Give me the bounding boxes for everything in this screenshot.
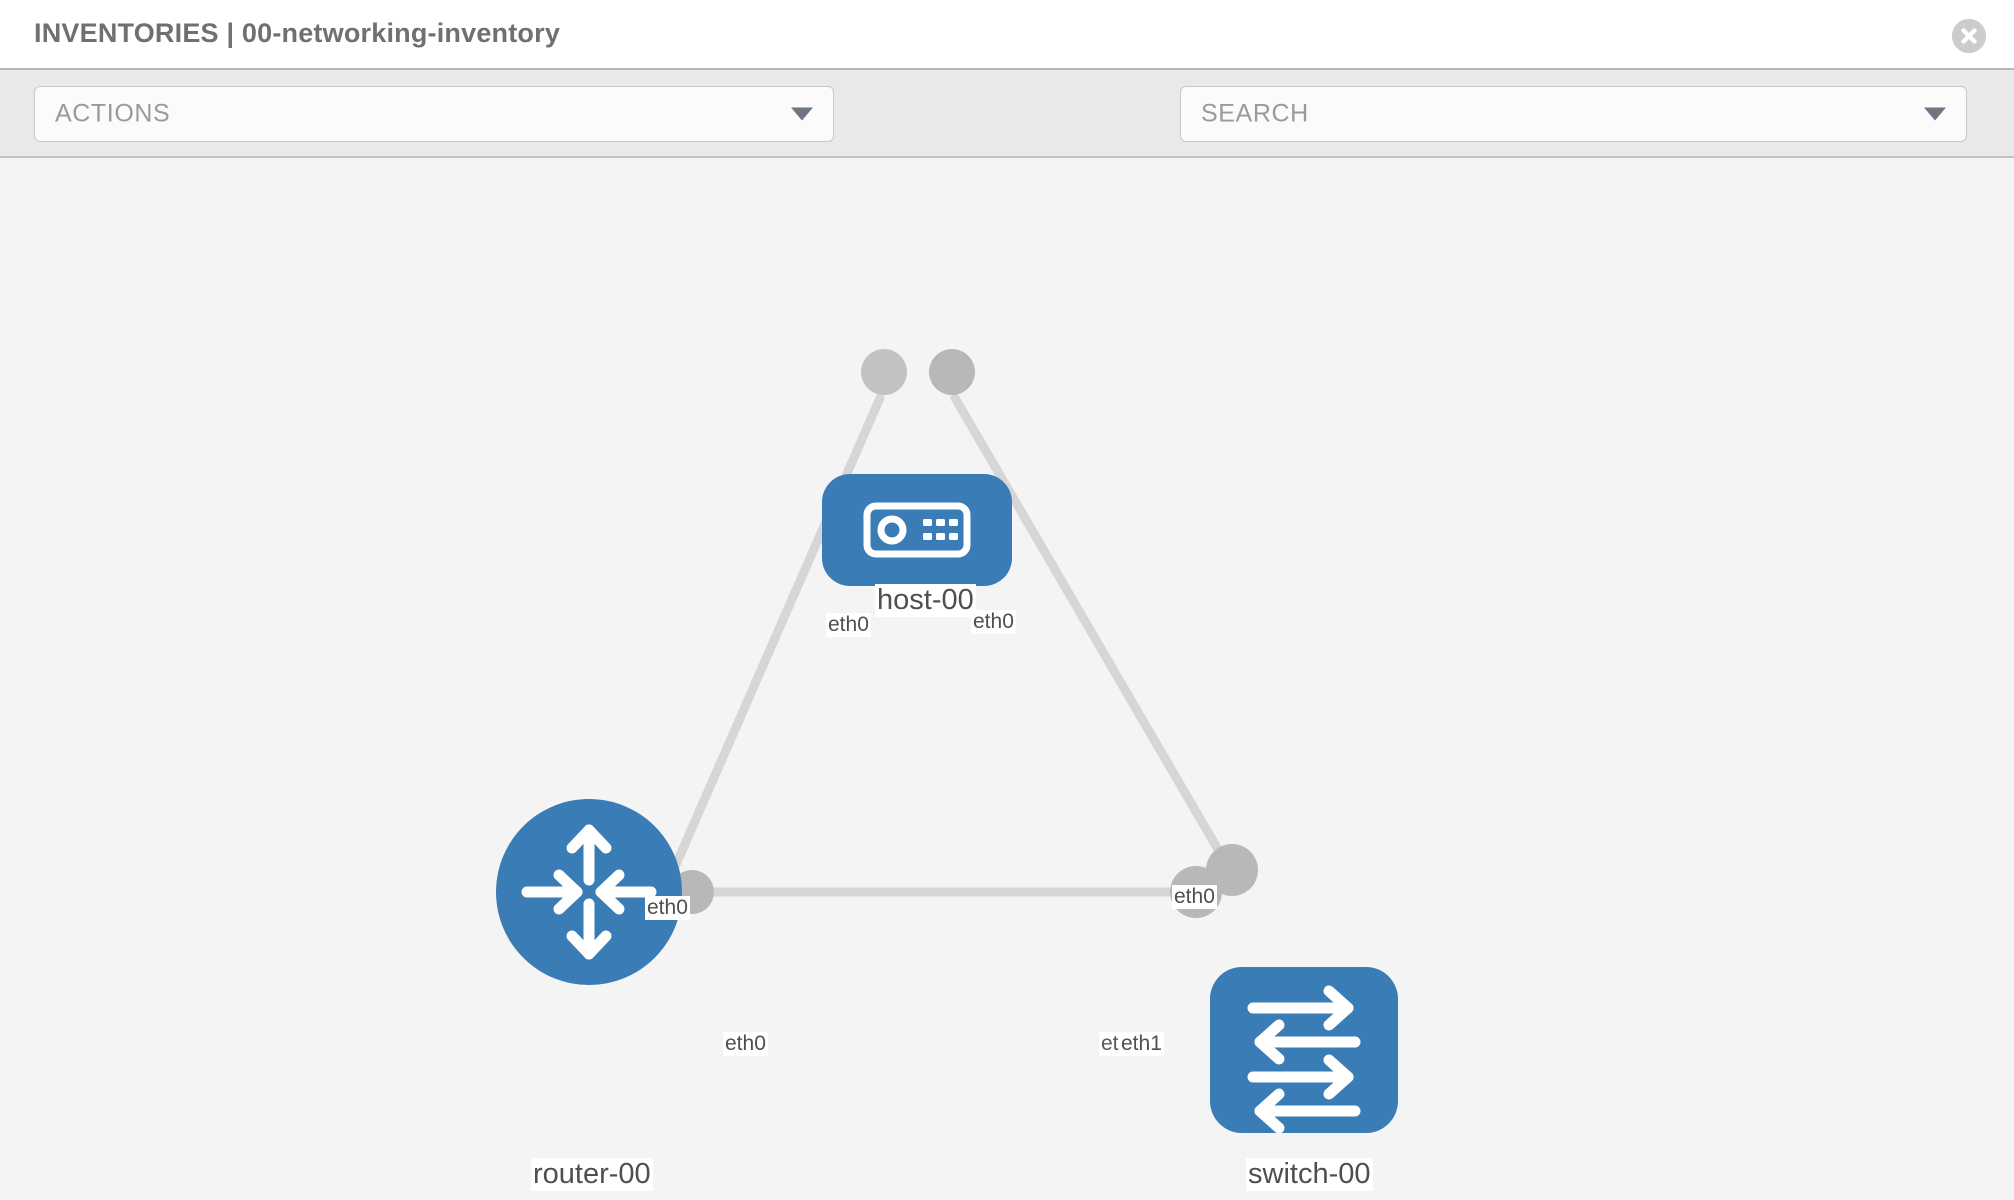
chevron-down-icon xyxy=(791,107,813,121)
node-switch-00 xyxy=(1210,967,1398,1134)
page-header: INVENTORIES | 00-networking-inventory xyxy=(0,0,2014,70)
actions-dropdown[interactable]: ACTIONS xyxy=(34,86,834,142)
topology-canvas[interactable]: host-00 router-00 switch-00 eth0 eth0 et… xyxy=(0,158,2014,1200)
edge-host00-switch00 xyxy=(950,393,1235,875)
node-router-00 xyxy=(496,799,682,985)
interface-label-switch00-eth0-uplink: eth0 xyxy=(1172,885,1217,909)
interface-label-router00-eth0-uplink: eth0 xyxy=(645,896,690,920)
node-label-router-00: router-00 xyxy=(531,1158,653,1191)
node-host-00 xyxy=(822,474,1012,586)
search-placeholder: SEARCH xyxy=(1201,99,1309,128)
graph-endpoints xyxy=(670,349,1258,918)
node-label-host-00: host-00 xyxy=(875,584,976,617)
interface-label-switch00-eth1: eth1 xyxy=(1119,1032,1164,1056)
interface-label-router00-eth0: eth0 xyxy=(723,1032,768,1056)
page-title: INVENTORIES | 00-networking-inventory xyxy=(34,18,561,48)
search-input[interactable]: SEARCH xyxy=(1180,86,1967,142)
close-icon[interactable] xyxy=(1952,19,1986,53)
router-arrows-icon xyxy=(521,824,657,960)
endpoint-host00-right xyxy=(929,349,975,395)
toolbar: ACTIONS SEARCH xyxy=(0,70,2014,196)
endpoint-host00-left xyxy=(861,349,907,395)
interface-label-host00-eth0-left: eth0 xyxy=(826,613,871,637)
topology-graph xyxy=(496,349,1398,1134)
server-icon xyxy=(863,502,971,558)
switch-arrows-icon xyxy=(1247,985,1361,1134)
chevron-down-icon xyxy=(1924,107,1946,121)
interface-label-host00-eth0-right: eth0 xyxy=(971,610,1016,634)
actions-dropdown-label: ACTIONS xyxy=(55,99,171,128)
node-label-switch-00: switch-00 xyxy=(1246,1158,1373,1191)
